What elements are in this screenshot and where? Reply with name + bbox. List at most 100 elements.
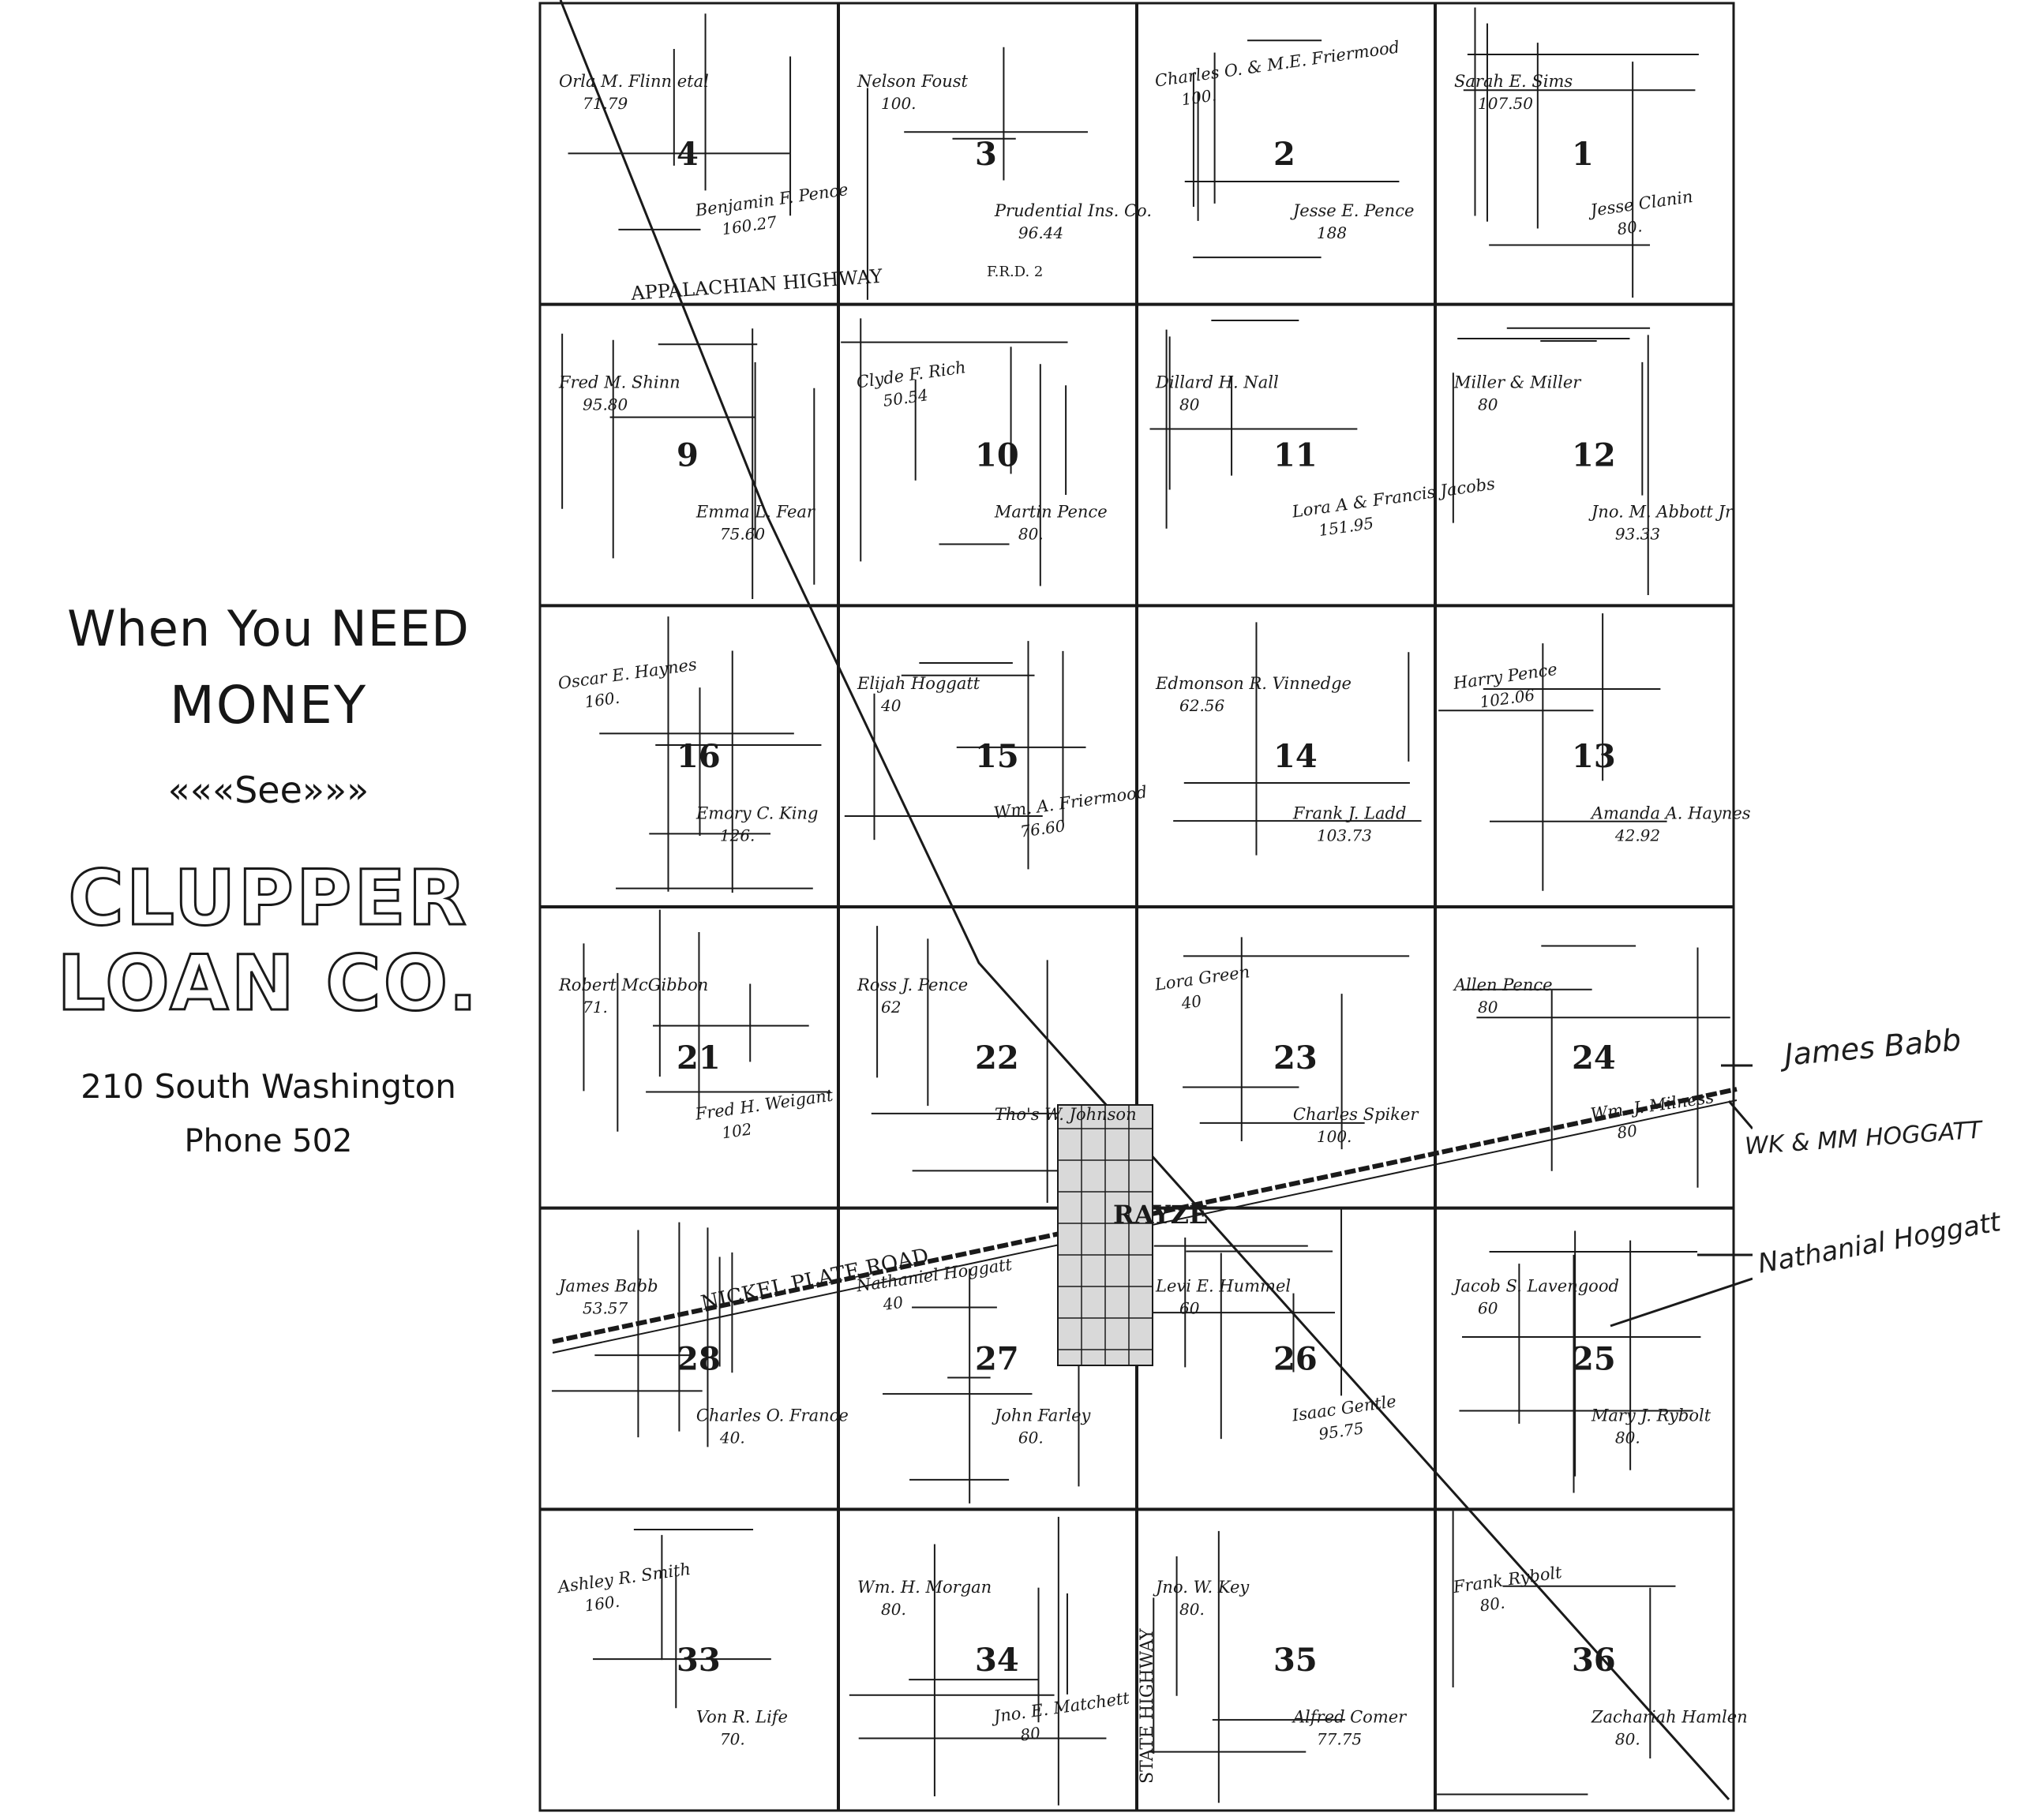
owner-name: Elijah Hoggatt (857, 674, 980, 693)
owner-label: Dillard H. Nall 80 (1155, 373, 1279, 414)
owner-acres: 93.33 (1615, 525, 1660, 544)
section-number: 11 (1273, 437, 1318, 474)
owner-acres: 50.54 (882, 385, 929, 410)
owner-name: Martin Pence (994, 503, 1108, 522)
owner-name: Charles O. & M.E. Friermood (1153, 37, 1400, 90)
section-number: 3 (975, 136, 997, 173)
owner-name: Nelson Foust (857, 72, 969, 91)
owner-acres: 62.56 (1179, 696, 1225, 715)
owner-name: Edmonson R. Vinnedge (1155, 674, 1352, 693)
section-number: 36 (1572, 1642, 1616, 1679)
owner-label: Amanda A. Haynes 42.92 (1590, 803, 1751, 844)
owner-acres: 80. (1179, 1600, 1205, 1619)
owner-name: Prudential Ins. Co. (994, 201, 1152, 220)
section-grid (540, 3, 1734, 1811)
owner-acres: 60 (1478, 1298, 1498, 1317)
owner-name: Frank Rybolt (1451, 1563, 1563, 1597)
owner-acres: 80. (1616, 216, 1644, 238)
owner-name: Miller & Miller (1453, 373, 1582, 391)
owner-name: Emory C. King (695, 803, 819, 822)
owner-name: Jno. E. Matchett (989, 1688, 1130, 1727)
owner-acres: 80 (1179, 395, 1200, 414)
owner-name: Orla M. Flinn etal (559, 72, 709, 91)
road-label-frd2: F.R.D. 2 (987, 264, 1043, 280)
owner-name: Clyde F. Rich (855, 358, 967, 391)
ad-company-line2: LOAN CO. (56, 939, 480, 1028)
owner-acres: 80 (1019, 1723, 1042, 1744)
ad-address: 210 South Washington (81, 1067, 456, 1106)
owner-acres: 102 (721, 1119, 753, 1142)
owner-acres: 100. (1180, 85, 1217, 109)
owner-acres: 96.44 (1018, 223, 1063, 242)
section-number: 25 (1572, 1341, 1616, 1378)
owner-name: Dillard H. Nall (1155, 373, 1279, 391)
owner-acres: 70. (720, 1729, 745, 1748)
section-number: 23 (1273, 1039, 1318, 1077)
ad-headline: When You NEED (67, 600, 470, 657)
owner-label: Sarah E. Sims 107.50 (1454, 72, 1573, 113)
ad-company-line1: CLUPPER (67, 854, 469, 942)
owner-acres: 80 (1478, 395, 1498, 414)
owner-acres: 107.50 (1478, 94, 1533, 113)
owner-acres: 62 (881, 998, 901, 1017)
owner-name: Jno. M. Abbott Jr. (1588, 503, 1736, 522)
appalachian-highway-diagonal (559, 0, 1730, 1801)
owner-label: Alfred Comer 77.75 (1292, 1707, 1408, 1748)
owner-acres: 60 (1179, 1298, 1200, 1317)
owner-name: John Farley (992, 1406, 1092, 1425)
annotation-wk-mm-hoggatt: WK & MM HOGGATT (1744, 1116, 1983, 1161)
ad-money: MONEY (169, 675, 368, 736)
section-number: 12 (1572, 437, 1616, 474)
owner-acres: 76.60 (1019, 816, 1067, 841)
owner-label: Martin Pence 80. (994, 503, 1108, 544)
owner-acres: 80. (1018, 525, 1044, 544)
owner-name: Lora A & Francis Jacobs (1290, 474, 1496, 522)
owner-label: Von R. Life 70. (696, 1707, 788, 1748)
owner-name: Alfred Comer (1292, 1707, 1408, 1726)
owner-acres: 40 (881, 1293, 905, 1314)
owner-name: Amanda A. Haynes (1590, 803, 1751, 822)
owner-acres: 71.79 (583, 94, 628, 113)
owner-name: Wm. H. Morgan (857, 1578, 992, 1597)
section-number: 21 (677, 1039, 721, 1077)
section-number: 22 (975, 1039, 1019, 1077)
owner-acres: 188 (1317, 223, 1347, 242)
annotation-james-babb: James Babb (1783, 1022, 1963, 1073)
annotation-arrows (1610, 1064, 1753, 1328)
owner-name: Sarah E. Sims (1454, 72, 1573, 91)
owner-label: Miller & Miller 80 (1453, 373, 1582, 414)
owner-label: Tho's W. Johnson (995, 1105, 1137, 1124)
owner-acres: 60. (1018, 1429, 1044, 1447)
owner-name: Von R. Life (696, 1707, 788, 1726)
owner-label: Orla M. Flinn etal 71.79 (559, 72, 709, 113)
owner-acres: 75.60 (720, 525, 766, 544)
section-number: 2 (1273, 136, 1295, 173)
section-number: 28 (677, 1341, 721, 1378)
owner-acres: 103.73 (1317, 826, 1372, 844)
section-number: 16 (677, 738, 721, 775)
owner-acres: 42.92 (1614, 826, 1660, 844)
owner-name: Allen Pence (1453, 976, 1553, 994)
owner-acres: 77.75 (1317, 1729, 1362, 1748)
